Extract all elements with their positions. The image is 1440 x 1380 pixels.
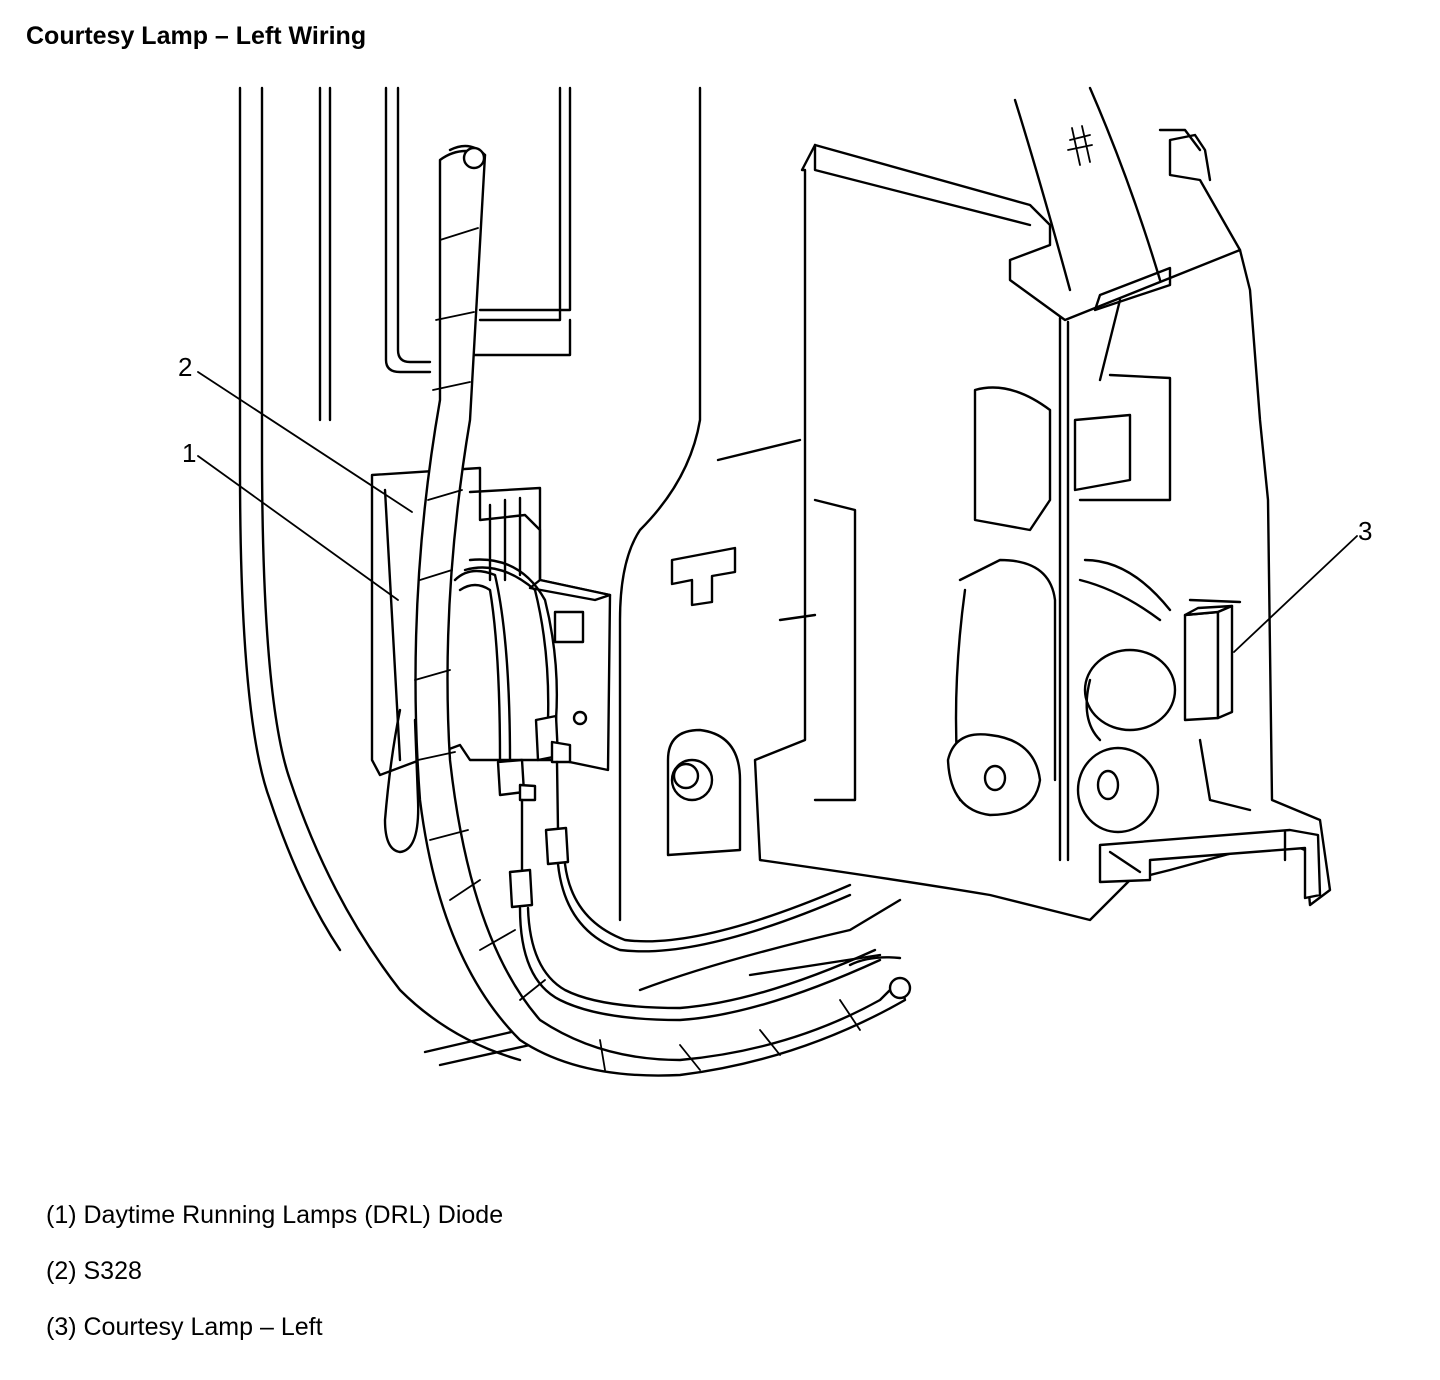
page-title: Courtesy Lamp – Left Wiring bbox=[26, 22, 367, 50]
door-pillar bbox=[238, 86, 572, 1062]
callout-2-leader bbox=[197, 371, 413, 513]
wiring-diagram-svg: 2 1 3 bbox=[178, 86, 1372, 1077]
wiring-harness bbox=[383, 144, 912, 1077]
legend-item-2: (2) S328 bbox=[46, 1257, 142, 1285]
callout-number-3: 3 bbox=[1358, 516, 1372, 546]
callout-3-leader bbox=[1233, 535, 1358, 653]
courtesy-lamp-left bbox=[1183, 598, 1242, 722]
body-panel bbox=[423, 86, 902, 1067]
sill-bracket bbox=[1098, 828, 1322, 900]
drl-diode-bracket bbox=[370, 466, 612, 777]
callout-3: 3 bbox=[1233, 516, 1372, 653]
callout-number-2: 2 bbox=[178, 352, 192, 382]
callout-2: 2 bbox=[178, 352, 413, 513]
callout-1: 1 bbox=[182, 438, 399, 601]
legend-item-3: (3) Courtesy Lamp – Left bbox=[46, 1313, 323, 1341]
legend-item-1: (1) Daytime Running Lamps (DRL) Diode bbox=[46, 1201, 504, 1229]
callout-number-1: 1 bbox=[182, 438, 196, 468]
callout-1-leader bbox=[197, 455, 399, 601]
wiring-illustration: 2 1 3 bbox=[0, 60, 1440, 1120]
lamp-housing bbox=[753, 86, 1332, 922]
legend: (1) Daytime Running Lamps (DRL) Diode (2… bbox=[46, 1198, 503, 1366]
